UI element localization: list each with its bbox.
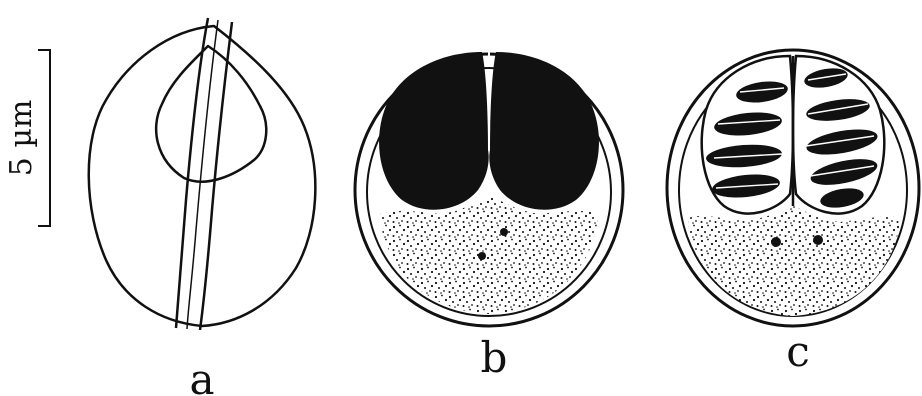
panel-b-nucleus-1 — [500, 228, 508, 236]
panel-label-a: a — [189, 355, 214, 396]
panel-a-suture-ridge — [176, 18, 232, 330]
panel-b-polar-capsule-right — [489, 52, 599, 210]
panel-b-spore — [355, 50, 623, 326]
panel-label-b: b — [481, 333, 508, 382]
panel-b-nucleus-2 — [478, 252, 486, 260]
panel-c-nucleus-2 — [813, 235, 823, 245]
scale-bar: 5 µm — [4, 50, 51, 226]
panel-a-outer-valve — [89, 26, 316, 326]
scale-bar-label: 5 µm — [4, 100, 39, 177]
panel-b-polar-capsule-left — [379, 52, 489, 210]
panel-a-suture-ridge-inner — [187, 20, 218, 329]
panel-a-spore — [89, 18, 316, 330]
panel-c-spore — [667, 50, 919, 326]
panel-a-inner-capsule — [156, 46, 266, 182]
panel-c-nucleus-1 — [771, 237, 781, 247]
panel-label-c: c — [786, 327, 810, 376]
